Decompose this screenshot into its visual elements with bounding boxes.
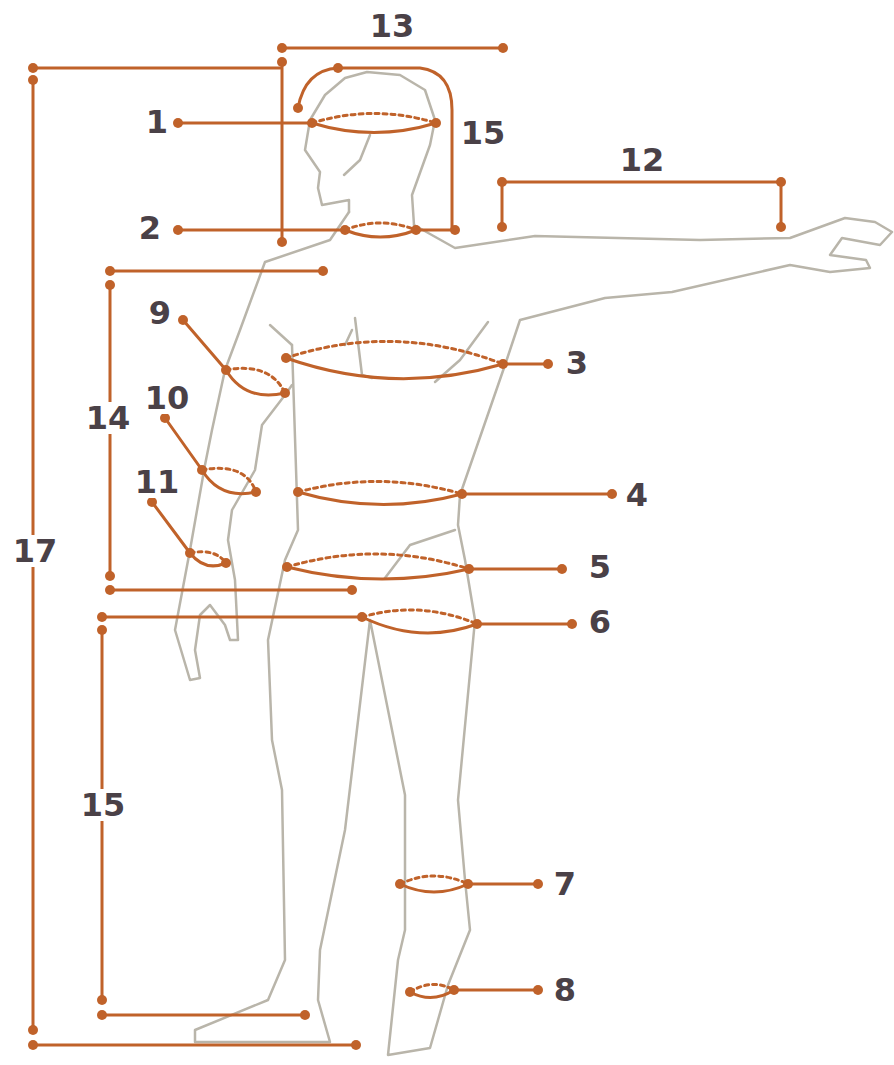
callout-number: 11 bbox=[132, 466, 183, 498]
callout-number: 2 bbox=[136, 212, 164, 244]
callout-number: 13 bbox=[367, 10, 418, 42]
callout-number: 7 bbox=[551, 868, 579, 900]
callout-number: 8 bbox=[551, 974, 579, 1006]
callout-number: 15 bbox=[78, 789, 129, 821]
callout-number: 1 bbox=[143, 106, 171, 138]
measure-dots bbox=[28, 43, 786, 1050]
callout-number: 10 bbox=[142, 382, 193, 414]
callout-number: 17 bbox=[10, 535, 61, 567]
callout-number: 12 bbox=[617, 144, 668, 176]
callout-number: 14 bbox=[83, 402, 134, 434]
callout-number: 6 bbox=[586, 606, 614, 638]
callout-number: 9 bbox=[146, 297, 174, 329]
measure-lines bbox=[33, 48, 781, 1045]
callout-number: 3 bbox=[563, 347, 591, 379]
callout-number: 15 bbox=[458, 117, 509, 149]
callout-number: 4 bbox=[623, 479, 651, 511]
callout-number: 5 bbox=[586, 551, 614, 583]
